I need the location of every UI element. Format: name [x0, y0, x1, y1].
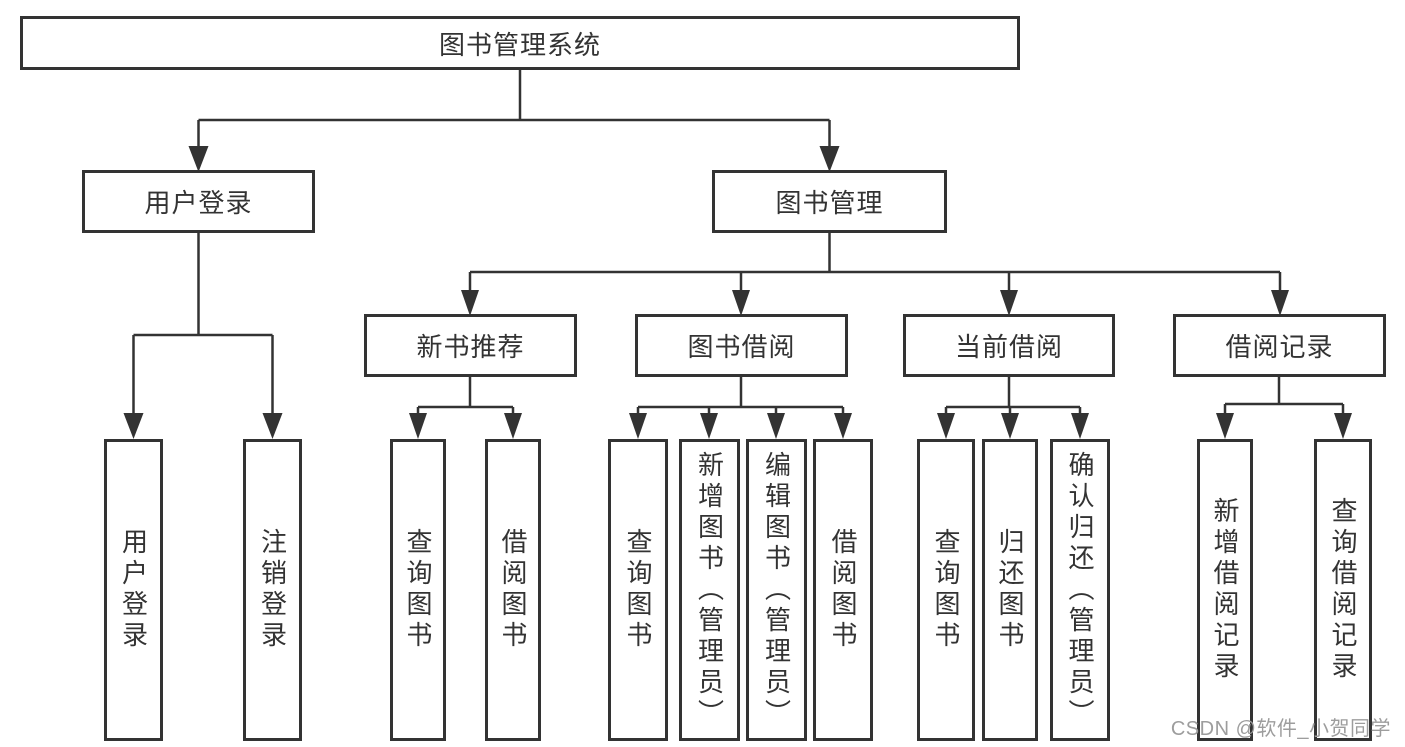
leaf-newbook-borrow-books: 借阅图书 [485, 439, 541, 741]
leaf-borrow-borrow-books-label: 借阅图书 [828, 528, 858, 652]
leaf-current-confirm-return-admin-label: 确认归还（管理员） [1065, 450, 1095, 730]
leaf-records-add-record-label: 新增借阅记录 [1210, 497, 1240, 683]
leaf-borrow-borrow-books: 借阅图书 [813, 439, 873, 741]
node-borrowing-records: 借阅记录 [1173, 314, 1386, 377]
node-user-login-label: 用户登录 [144, 188, 253, 218]
leaf-borrow-add-books-admin-label: 新增图书（管理员） [694, 450, 725, 730]
leaf-current-confirm-return-admin: 确认归还（管理员） [1050, 439, 1110, 741]
leaf-borrow-query-books-label: 查询图书 [623, 528, 653, 652]
leaf-user-login: 用户登录 [104, 439, 163, 741]
node-new-book-recommend: 新书推荐 [364, 314, 577, 377]
leaf-records-query-record: 查询借阅记录 [1314, 439, 1372, 741]
node-borrowing-records-label: 借阅记录 [1225, 332, 1334, 362]
leaf-borrow-add-books-admin: 新增图书（管理员） [679, 439, 740, 741]
leaf-current-return-books: 归还图书 [982, 439, 1038, 741]
leaf-borrow-edit-books-admin-label: 编辑图书（管理员） [761, 450, 792, 730]
leaf-records-query-record-label: 查询借阅记录 [1328, 497, 1358, 683]
leaf-borrow-query-books: 查询图书 [608, 439, 668, 741]
leaf-newbook-query-books: 查询图书 [390, 439, 446, 741]
node-book-management: 图书管理 [712, 170, 947, 233]
node-user-login: 用户登录 [82, 170, 315, 233]
arrowheads [123, 146, 1352, 439]
node-new-book-recommend-label: 新书推荐 [416, 332, 525, 362]
node-book-borrowing-label: 图书借阅 [687, 332, 796, 362]
node-current-borrowing: 当前借阅 [903, 314, 1115, 377]
leaf-current-query-books-label: 查询图书 [931, 528, 961, 652]
node-book-borrowing: 图书借阅 [635, 314, 848, 377]
leaf-records-add-record: 新增借阅记录 [1197, 439, 1253, 741]
leaf-current-return-books-label: 归还图书 [995, 528, 1025, 652]
node-current-borrowing-label: 当前借阅 [954, 332, 1063, 362]
leaf-newbook-query-books-label: 查询图书 [403, 528, 433, 652]
node-root-label: 图书管理系统 [438, 29, 601, 60]
node-root-library-system: 图书管理系统 [20, 16, 1020, 70]
leaf-newbook-borrow-books-label: 借阅图书 [498, 528, 528, 652]
leaf-logout-label: 注销登录 [257, 528, 288, 652]
node-book-management-label: 图书管理 [775, 188, 884, 218]
leaf-user-login-label: 用户登录 [118, 528, 149, 652]
leaf-current-query-books: 查询图书 [917, 439, 975, 741]
csdn-watermark: CSDN @软件_小贺同学 [1170, 718, 1391, 740]
leaf-logout: 注销登录 [243, 439, 302, 741]
leaf-borrow-edit-books-admin: 编辑图书（管理员） [746, 439, 807, 741]
